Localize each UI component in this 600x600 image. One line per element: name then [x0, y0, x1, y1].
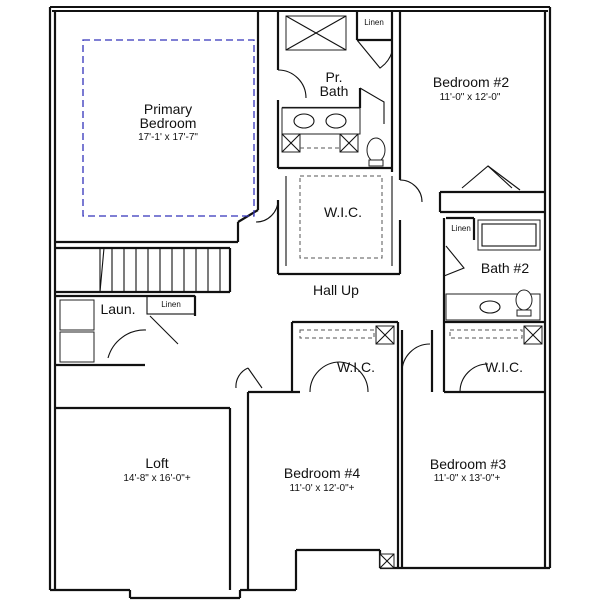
- primary-bedroom-name: Primary Bedroom: [139, 101, 197, 131]
- bath2-walls: [438, 165, 545, 324]
- loft-label: Loft: [145, 455, 169, 471]
- bedroom4-label: Bedroom #4: [283, 465, 361, 481]
- bedroom3-wic: [442, 322, 545, 394]
- bedroom4-wic: [290, 320, 400, 393]
- bedroom2-dims: 11'-0" x 12'-0": [439, 92, 501, 103]
- bedroom4-dims: 11'-0' x 12'-0"+: [289, 483, 355, 494]
- wic-bedroom3-label: W.I.C.: [484, 359, 524, 375]
- bedroom3-label: Bedroom #3: [429, 456, 507, 472]
- primary-bedroom-label: Primary Bedroom: [140, 102, 197, 130]
- linen-label-2: Linen: [451, 224, 471, 233]
- hall-label: Hall Up: [313, 282, 359, 298]
- primary-wic: [255, 166, 423, 276]
- primary-bath: [276, 12, 402, 180]
- laundry: [55, 294, 197, 367]
- wic-bedroom4-label: W.I.C.: [336, 359, 376, 375]
- bedroom3-dims: 11'-0" x 13'-0"+: [433, 473, 501, 484]
- lower-walls: [55, 330, 434, 590]
- primary-closet-outline: [82, 39, 255, 217]
- wic-primary-label: W.I.C.: [323, 204, 363, 220]
- bath2-label: Bath #2: [480, 260, 530, 276]
- linen-label-1: Linen: [364, 18, 384, 27]
- loft-dims: 14'-8" x 16'-0"+: [123, 473, 191, 484]
- laundry-label: Laun.: [100, 301, 136, 317]
- bedroom2-label: Bedroom #2: [432, 74, 510, 90]
- pr-bath-label: Pr. Bath: [319, 69, 349, 99]
- staircase: [55, 246, 232, 294]
- primary-bedroom-dims: 17'-1' x 17'-7": [138, 132, 198, 143]
- linen-label-3: Linen: [161, 300, 181, 309]
